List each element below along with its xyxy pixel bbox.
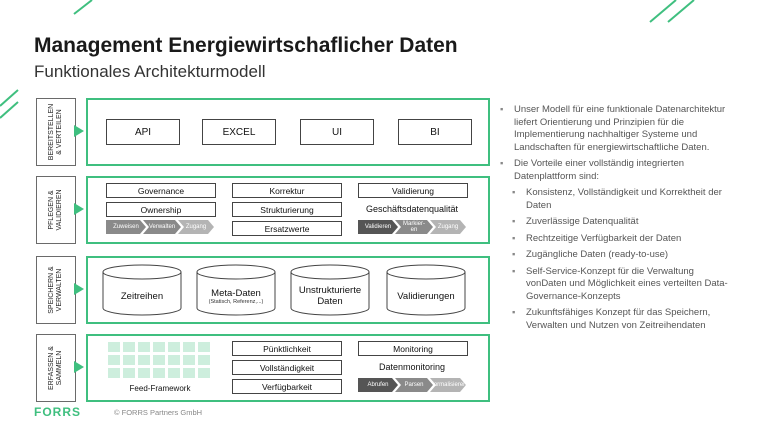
cylinder-zeitreihen: Zeitreihen [102, 264, 182, 316]
sub-bullet-zugaenglich: ▪Zugängliche Daten (ready-to-use) [512, 249, 669, 260]
box-korrektur: Korrektur [232, 183, 342, 198]
box-vollstaendigkeit: Vollständigkeit [232, 360, 342, 375]
feed-framework-grid [106, 342, 214, 380]
benefits-list: ▪Unser Modell für eine funktionale Daten… [500, 104, 730, 336]
layer-bereitstellen: API EXCEL UI BI [86, 98, 490, 166]
sub-bullet-zukunft: ▪Zukunftsfähiges Konzept für das Speiche… [512, 307, 711, 331]
layer-erfassen: Feed-Framework Pünktlichkeit Vollständig… [86, 334, 490, 402]
cylinder-unstrukturierte-daten: Unstrukturierte Daten [290, 264, 370, 316]
side-label-erfassen: ERFASSEN &SAMMELN [36, 334, 76, 402]
page-title: Management Energiewirtschaflicher Daten [34, 34, 458, 57]
layer-speichern: Zeitreihen Meta-Daten(Statisch, Referenz… [86, 256, 490, 324]
side-label-pflegen: PFLEGEN &VALIDIEREN [36, 176, 76, 244]
box-api: API [106, 119, 180, 145]
box-puenktlichkeit: Pünktlichkeit [232, 341, 342, 356]
bullet-intro: ▪Unser Modell für eine funktionale Daten… [500, 104, 726, 153]
side-label-bereitstellen: BEREITSTELLEN& VERTEILEN [36, 98, 76, 166]
box-governance: Governance [106, 183, 216, 198]
sub-bullet-konsistenz: ▪Konsistenz, Vollständigkeit und Korrekt… [512, 187, 722, 211]
box-strukturierung: Strukturierung [232, 202, 342, 217]
box-bi: BI [398, 119, 472, 145]
forrs-logo: FORRS [34, 405, 81, 419]
chevron-parsen: Parsen [395, 378, 433, 392]
chevron-verwalten: Verwalten [143, 220, 181, 234]
chevron-validieren: Validieren [358, 220, 398, 234]
box-validierung: Validierung [358, 183, 468, 198]
arrow-layer3 [74, 283, 84, 295]
chevron-markieren: Markier- en [395, 220, 433, 234]
chevron-zugang: Zugang [178, 220, 214, 234]
label-datenmonitoring: Datenmonitoring [378, 362, 446, 372]
sub-bullet-datenqualitaet: ▪Zuverlässige Datenqualität [512, 216, 639, 227]
arrow-layer1 [74, 125, 84, 137]
box-excel: EXCEL [202, 119, 276, 145]
side-label-speichern: SPEICHERN &VERWALTEN [36, 256, 76, 324]
chevron-zugang-2: Zugang [430, 220, 466, 234]
cylinder-validierungen: Validierungen [386, 264, 466, 316]
arrow-layer2 [74, 203, 84, 215]
box-ownership: Ownership [106, 202, 216, 217]
box-verfuegbarkeit: Verfügbarkeit [232, 379, 342, 394]
label-geschaeftsdatenqualitaet: Geschäftsdatenqualität [365, 204, 459, 214]
chevron-abrufen: Abrufen [358, 378, 398, 392]
page-subtitle: Funktionales Architekturmodell [34, 62, 266, 81]
chevron-zuweisen: Zuweisen [106, 220, 146, 234]
copyright-text: © FORRS Partners GmbH [114, 408, 203, 417]
box-ui: UI [300, 119, 374, 145]
cylinder-meta-daten: Meta-Daten(Statisch, Referenz,...) [196, 264, 276, 316]
chevron-normalisieren: Normalisieren [430, 378, 466, 392]
sub-bullet-verfuegbarkeit: ▪Rechtzeitige Verfügbarkeit der Daten [512, 232, 682, 244]
sub-bullet-self-service: ▪Self-Service-Konzept für die Verwaltung… [512, 265, 728, 302]
bullet-vorteile: ▪Die Vorteile einer vollständig integrie… [500, 158, 685, 182]
label-feed-framework: Feed-Framework [129, 384, 191, 393]
layer-pflegen: Governance Ownership Zuweisen Verwalten … [86, 176, 490, 244]
box-monitoring: Monitoring [358, 341, 468, 356]
arrow-layer4 [74, 361, 84, 373]
box-ersatzwerte: Ersatzwerte [232, 221, 342, 236]
